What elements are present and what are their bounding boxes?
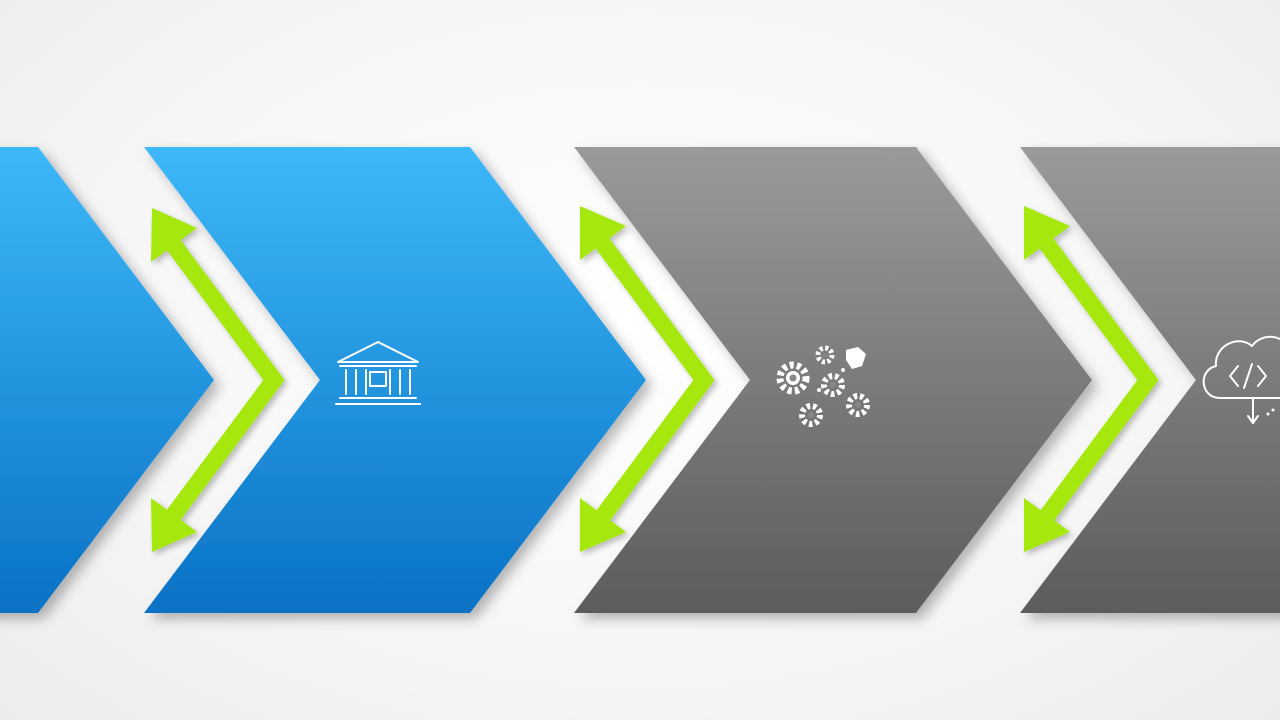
bank-icon <box>335 341 421 405</box>
stage-3-chevron <box>574 147 1092 613</box>
connector-2-double-arrow-icon <box>580 206 715 552</box>
connector-3-double-arrow-icon <box>1024 206 1159 552</box>
cloud-code-icon <box>1202 336 1280 424</box>
gears-icon <box>776 345 870 427</box>
stage-4-chevron <box>1020 147 1280 613</box>
stage-2-chevron <box>144 147 646 613</box>
stage-1-chevron <box>0 147 214 613</box>
connector-1-double-arrow-icon <box>151 208 285 552</box>
